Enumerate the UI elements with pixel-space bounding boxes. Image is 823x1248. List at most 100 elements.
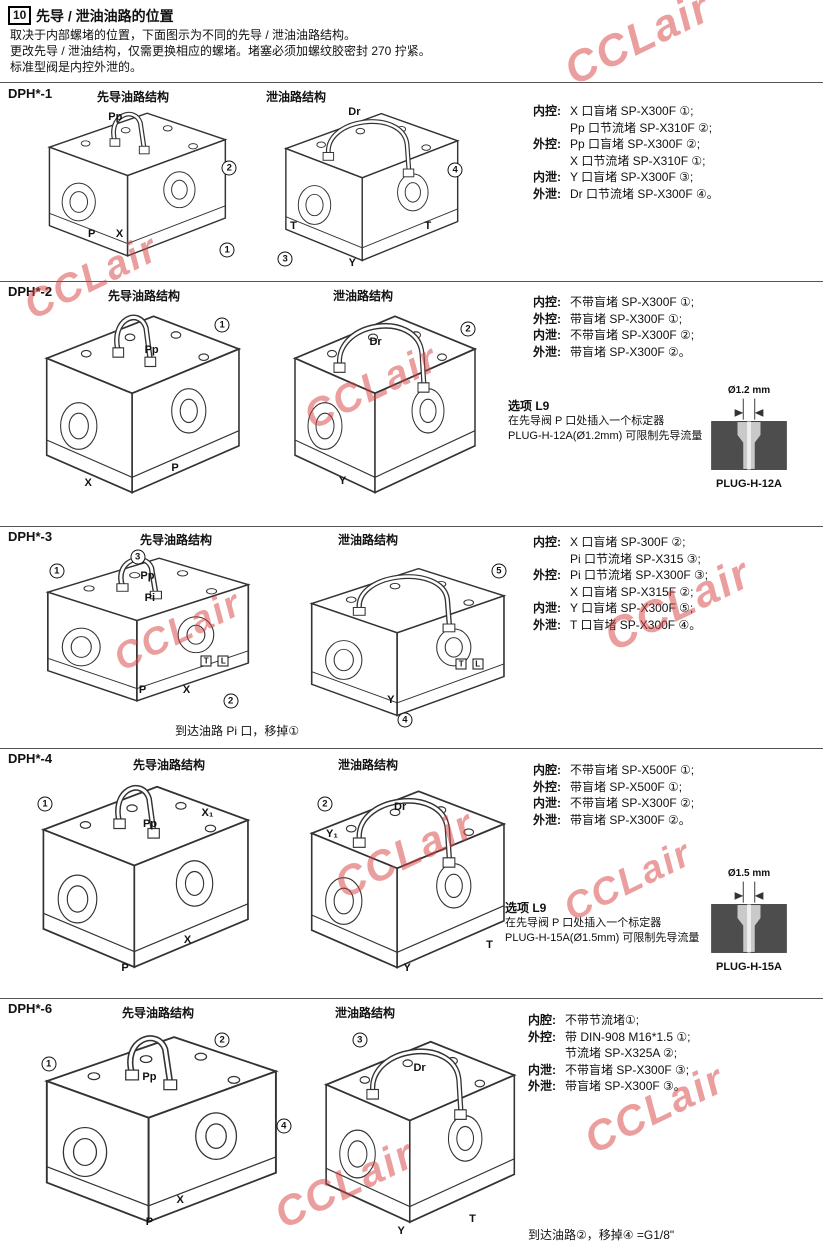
port-label: T	[455, 658, 467, 669]
port-label: X₁	[201, 807, 214, 819]
spec-value: 带 DIN-908 M16*1.5 ①;	[565, 1029, 691, 1044]
port-label: L	[472, 658, 484, 669]
spec-key: 内泄:	[533, 170, 561, 184]
spec-value: 带盲堵 SP-X300F ③。	[565, 1079, 686, 1093]
port-label: Dr	[394, 800, 407, 813]
spec-key: 外控:	[528, 1029, 556, 1044]
spec-row: 内腔:不带节流堵①;	[528, 1012, 820, 1029]
valve-illustration	[294, 315, 476, 494]
spec-row: 内泄:不带盲堵 SP-X300F ③;	[528, 1062, 820, 1079]
callout: 1	[49, 563, 65, 578]
plug-cross-section	[711, 881, 787, 953]
spec-value: 带盲堵 SP-X300F ①;	[570, 311, 683, 326]
spec-row: 节流堵 SP-X325A ②;	[528, 1045, 820, 1062]
callout: 3	[130, 549, 146, 565]
intro-line-3: 标准型阀是内控外泄的。	[10, 60, 143, 74]
port-label: Pp	[142, 817, 158, 830]
spec-key: 外泄:	[533, 812, 561, 827]
valve-illustration	[285, 112, 459, 262]
port-label: T	[424, 220, 432, 232]
port-label: Dr	[413, 1062, 426, 1074]
callout: 5	[491, 563, 507, 579]
spec-key: 外控:	[533, 137, 561, 151]
plug-figure-12a: Ø1.2 mm PLUG-H-12A	[701, 385, 797, 490]
plug-cross-section	[711, 398, 787, 470]
port-label: T	[469, 1212, 476, 1225]
divider	[0, 82, 823, 83]
spec-row: 外泄: 带盲堵 SP-X300F ③。	[528, 1078, 820, 1095]
specs-dph4: 内腔:不带盲堵 SP-X500F ①; 外控:带盲堵 SP-X500F ①; 内…	[533, 762, 823, 828]
plug-dimension-label: Ø1.5 mm	[727, 868, 771, 879]
spec-key	[528, 1045, 565, 1062]
drain-circuit-title: 泄油路结构	[338, 758, 399, 772]
pilot-drawing-dph3: Pp Pi P X T L 1 3 2	[20, 545, 265, 715]
spec-row: X 口盲堵 SP-X315F ②;	[533, 584, 823, 601]
valve-illustration	[310, 567, 505, 717]
port-label: Y	[397, 1225, 405, 1238]
spec-value: Pi 口节流堵 SP-X315 ③;	[570, 551, 701, 566]
spec-row: 内泄:Y 口盲堵 SP-X300F ③;	[533, 169, 823, 186]
port-label: T	[486, 939, 493, 952]
spec-key: 外泄:	[533, 186, 561, 201]
spec-row: 内控:不带盲堵 SP-X300F ①;	[533, 294, 823, 311]
callout: 4	[397, 712, 413, 727]
valve-illustration	[325, 1040, 516, 1223]
divider	[0, 526, 823, 527]
spec-value: 不带盲堵 SP-X500F ①;	[570, 763, 695, 777]
spec-value: 带盲堵 SP-X500F ①;	[570, 779, 683, 794]
model-label-dph6: DPH*-6	[8, 1001, 53, 1016]
port-label: Pp	[142, 1071, 157, 1084]
spec-key: 外泄:	[533, 617, 561, 632]
pilot-circuit-title: 先导油路结构	[122, 1006, 195, 1020]
port-label: L	[217, 655, 229, 667]
callout: 1	[37, 796, 53, 812]
spec-key: 内泄:	[528, 1062, 556, 1077]
port-label: Y₁	[326, 827, 338, 840]
spec-value: Pp 口盲堵 SP-X300F ②;	[570, 137, 701, 151]
pilot-circuit-title: 先导油路结构	[140, 533, 213, 547]
plug-figure-15a: Ø1.5 mm PLUG-H-15A	[701, 868, 797, 973]
spec-key: 内泄:	[533, 796, 561, 810]
port-label: Pp	[140, 569, 155, 582]
intro-line-2: 更改先导 / 泄油结构，仅需更换相应的螺堵。堵塞必须加螺纹胶密封 270 拧紧。	[10, 44, 431, 58]
spec-key: 内控:	[533, 535, 561, 549]
option-title: 选项 L9	[508, 399, 550, 413]
model-label-dph4: DPH*-4	[8, 751, 53, 766]
port-label: Dr	[348, 106, 361, 119]
spec-value: Pp 口节流堵 SP-X310F ②;	[570, 120, 713, 135]
plug-dimension-label: Ø1.2 mm	[727, 385, 771, 396]
spec-key	[533, 551, 570, 568]
callout: 2	[460, 321, 476, 337]
callout: 2	[221, 160, 237, 176]
valve-illustration	[45, 1020, 277, 1223]
spec-row: 外泄:带盲堵 SP-X300F ②。	[533, 344, 823, 361]
spec-row: 内泄:不带盲堵 SP-X300F ②;	[533, 795, 823, 812]
plug-model-label: PLUG-H-15A	[715, 961, 782, 973]
spec-value: 不带盲堵 SP-X300F ②;	[570, 328, 695, 342]
port-label: P	[138, 683, 147, 696]
option-l9-block: 选项 L9 在先导阀 P 口处插入一个标定器 PLUG-H-12A(Ø1.2mm…	[508, 399, 702, 444]
spec-row: 外控:带盲堵 SP-X300F ①;	[533, 311, 823, 328]
specs-dph6: 内腔:不带节流堵①; 外控: 带 DIN-908 M16*1.5 ①; 节流堵 S…	[528, 1012, 820, 1095]
spec-row: 内泄:Y 口盲堵 SP-X300F ⑤;	[533, 600, 823, 617]
spec-key: 内控:	[533, 104, 561, 118]
spec-value: X 口盲堵 SP-300F ②;	[570, 535, 686, 549]
port-label: Y	[387, 694, 395, 707]
spec-row: 内腔:不带盲堵 SP-X500F ①;	[533, 762, 823, 779]
section-number: 10	[8, 6, 32, 25]
spec-key: 外泄:	[528, 1079, 556, 1093]
spec-row: 外控:Pi 口节流堵 SP-X300F ③;	[533, 567, 823, 584]
spec-key: 内控:	[533, 295, 561, 309]
port-label: Dr	[369, 336, 382, 348]
port-label: X	[182, 683, 191, 696]
spec-row: X 口节流堵 SP-X310F ①;	[533, 153, 823, 170]
port-label: P	[145, 1216, 154, 1229]
port-label: X	[183, 933, 192, 946]
spec-key: 外控:	[533, 568, 561, 582]
drain-circuit-title: 泄油路结构	[338, 533, 399, 547]
plug-model-label: PLUG-H-12A	[715, 478, 782, 490]
option-line: 在先导阀 P 口处插入一个标定器	[508, 415, 665, 427]
note-dph6: 到达油路②，移掉④ =G1/8"	[528, 1228, 675, 1242]
spec-key: 内泄:	[533, 328, 561, 342]
spec-row: Pi 口节流堵 SP-X315 ③;	[533, 551, 823, 568]
